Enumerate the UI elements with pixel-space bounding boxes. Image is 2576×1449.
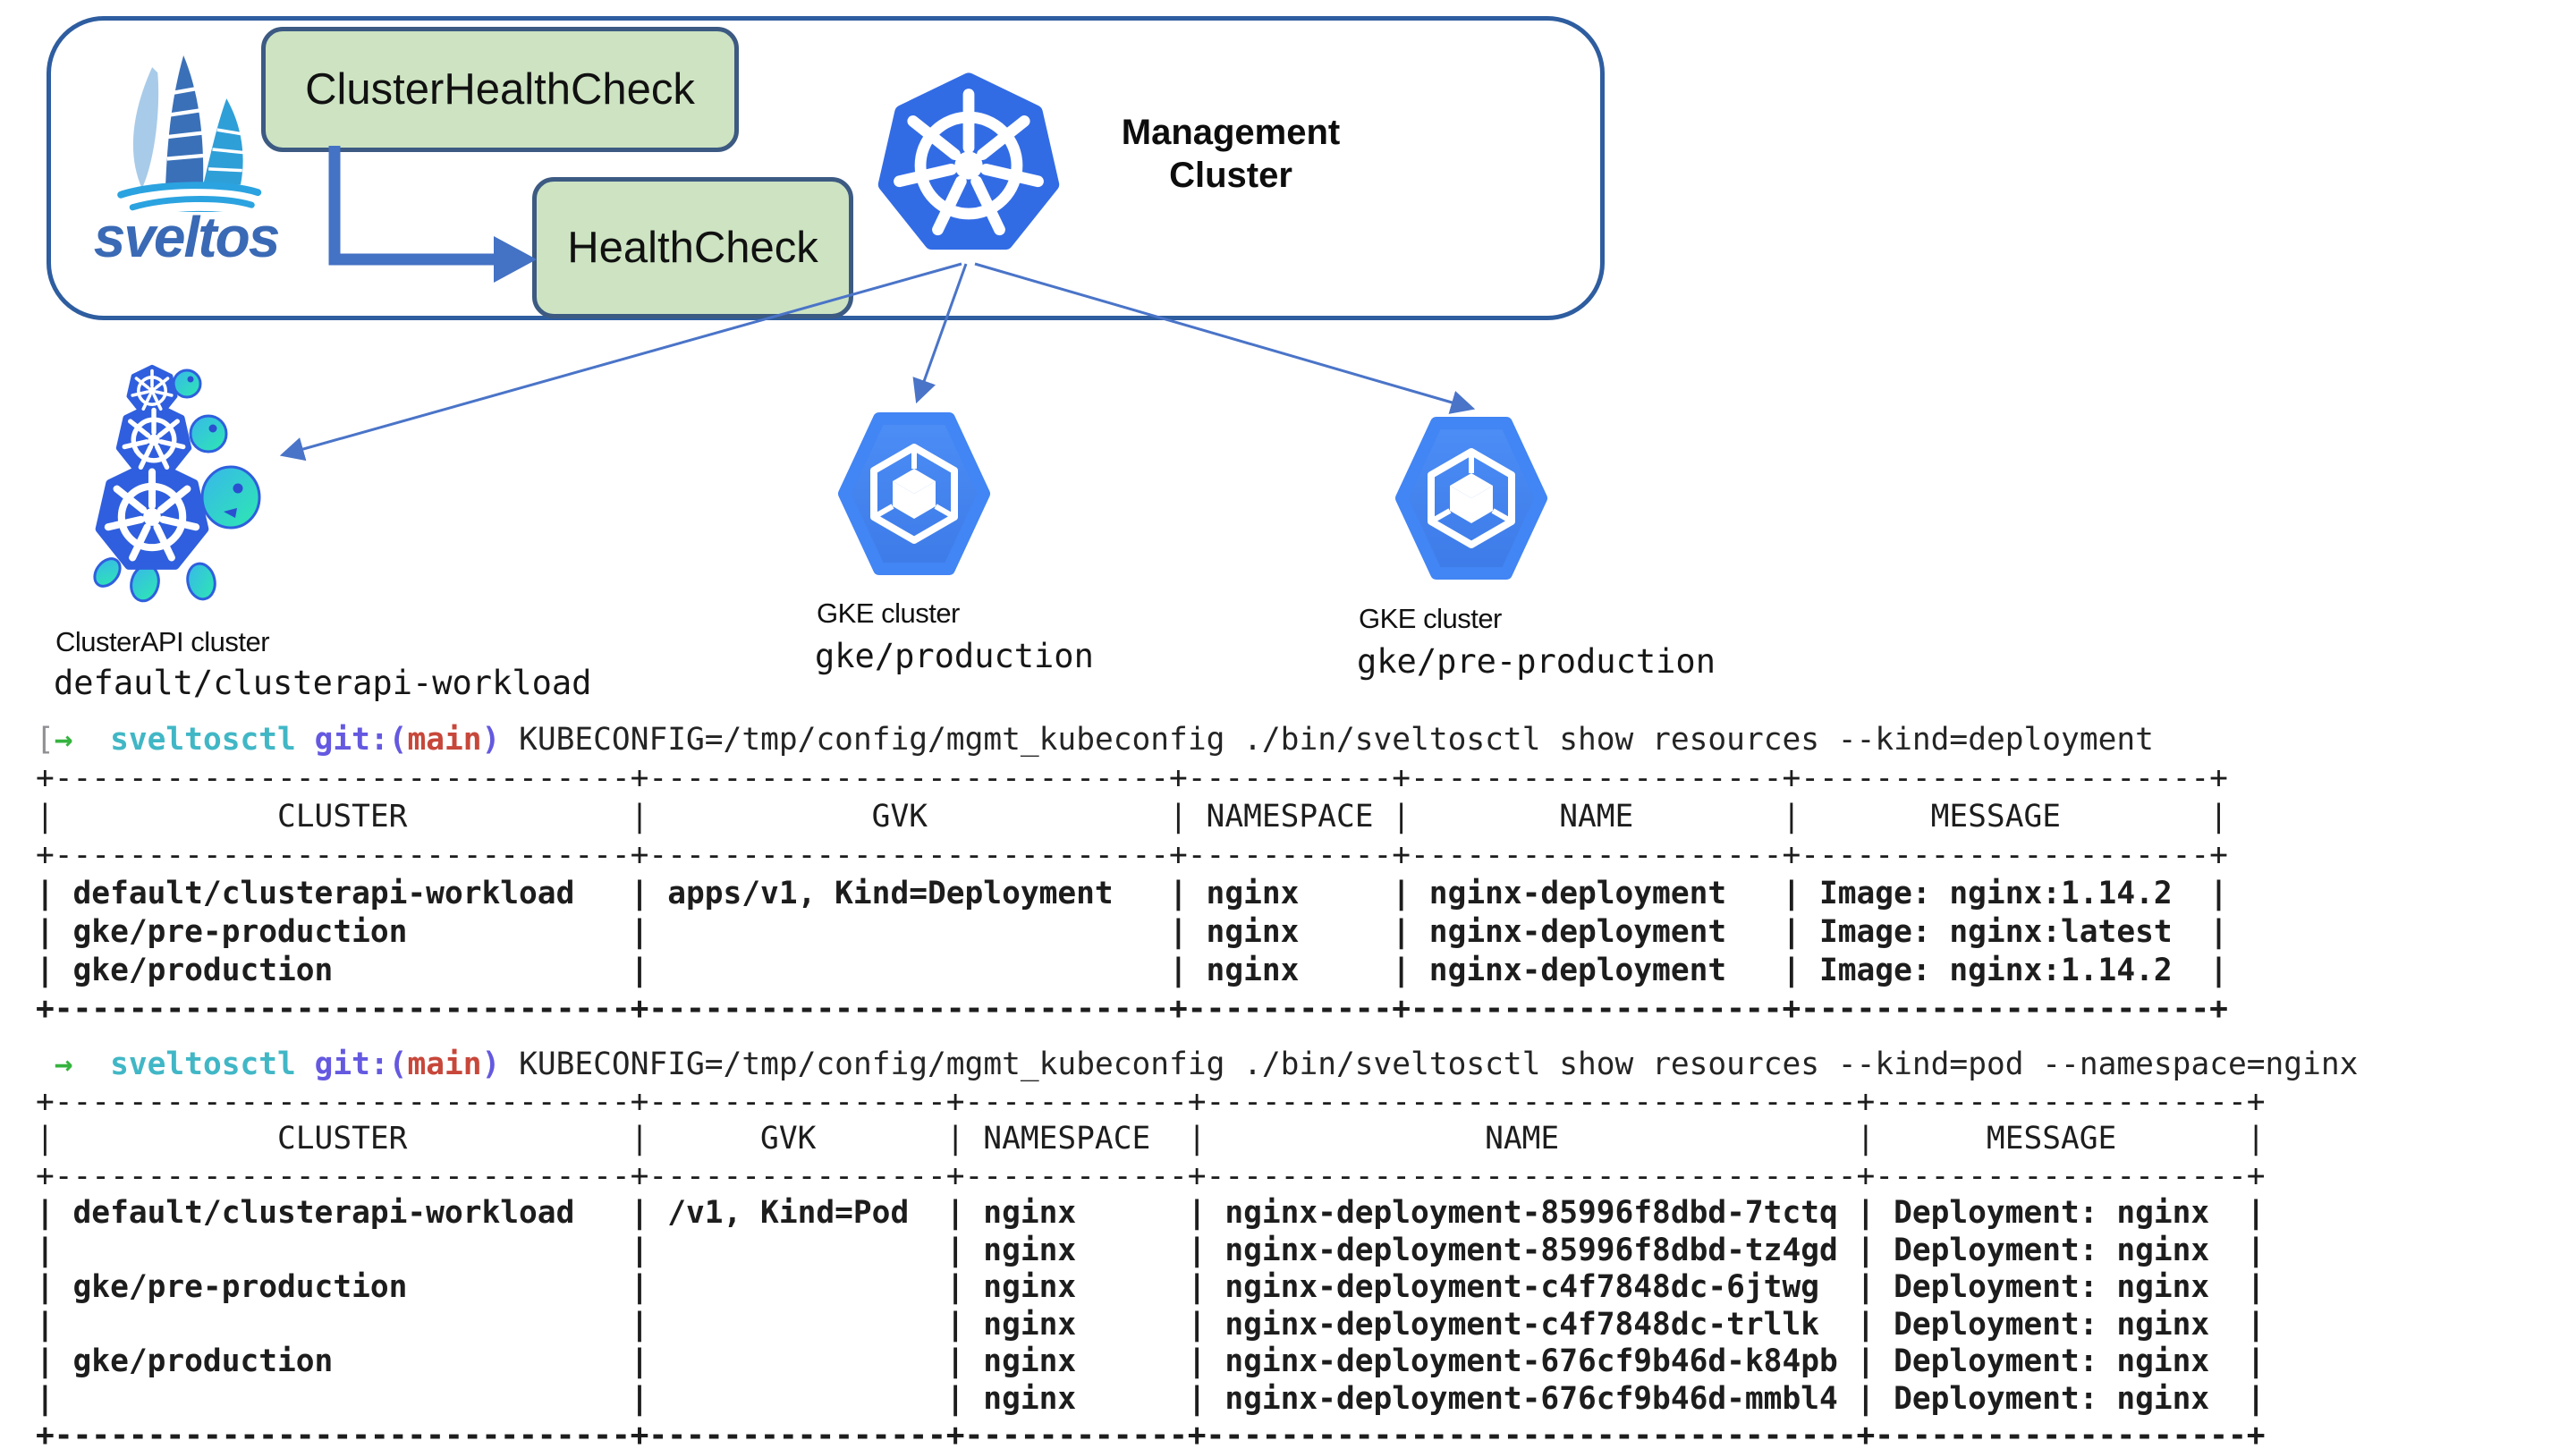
command-text: KUBECONFIG=/tmp/config/mgmt_kubeconfig .…	[519, 722, 2154, 758]
pods-table-header: +-------------------------------+-------…	[36, 1083, 2266, 1194]
gke-pre-production-icon	[1395, 417, 1547, 580]
clusterhealthcheck-box: ClusterHealthCheck	[261, 27, 739, 152]
healthcheck-box: HealthCheck	[532, 177, 853, 318]
prompt-dir: sveltosctl	[110, 1046, 315, 1082]
git-branch: main	[407, 722, 482, 758]
command-line-deployments: [→ sveltosctl git:(main) KUBECONFIG=/tmp…	[36, 721, 2228, 759]
prompt-dir: sveltosctl	[110, 722, 315, 758]
clusterapi-cluster-name: default/clusterapi-workload	[54, 664, 592, 702]
git-suffix: )	[481, 1046, 520, 1082]
deployments-table-header: +-------------------------------+-------…	[36, 760, 2228, 873]
gke-pre-production-type-label: GKE cluster	[1359, 603, 1502, 634]
sveltos-wordmark: sveltos	[93, 205, 281, 269]
terminal-block-deployments[interactable]: [→ sveltosctl git:(main) KUBECONFIG=/tmp…	[36, 721, 2228, 1029]
pods-table-rows: | default/clusterapi-workload | /v1, Kin…	[36, 1195, 2266, 1449]
prompt-prefix	[36, 1046, 55, 1082]
git-prefix: git:(	[314, 1046, 408, 1082]
clusterhealthcheck-label: ClusterHealthCheck	[305, 65, 695, 114]
prompt-prefix: [	[36, 722, 55, 758]
git-suffix: )	[481, 722, 520, 758]
command-text: KUBECONFIG=/tmp/config/mgmt_kubeconfig .…	[519, 1046, 2359, 1082]
gke-production-type-label: GKE cluster	[817, 597, 960, 629]
healthcheck-label: HealthCheck	[567, 224, 818, 272]
git-branch: main	[407, 1046, 482, 1082]
clusterapi-cluster-type-label: ClusterAPI cluster	[55, 626, 270, 657]
prompt-arrow-icon: →	[54, 722, 111, 758]
gke-production-name: gke/production	[815, 637, 1094, 675]
clusterapi-turtle-icon	[93, 367, 261, 603]
command-line-pods: → sveltosctl git:(main) KUBECONFIG=/tmp/…	[36, 1046, 2359, 1084]
gke-production-icon	[838, 412, 990, 575]
deployments-table-rows: | default/clusterapi-workload | apps/v1,…	[36, 876, 2228, 1027]
gke-pre-production-name: gke/pre-production	[1357, 642, 1716, 681]
prompt-arrow-icon: →	[54, 1046, 111, 1082]
git-prefix: git:(	[314, 722, 408, 758]
terminal-block-pods[interactable]: → sveltosctl git:(main) KUBECONFIG=/tmp/…	[36, 1046, 2358, 1449]
management-cluster-label: Management Cluster	[1121, 113, 1341, 195]
